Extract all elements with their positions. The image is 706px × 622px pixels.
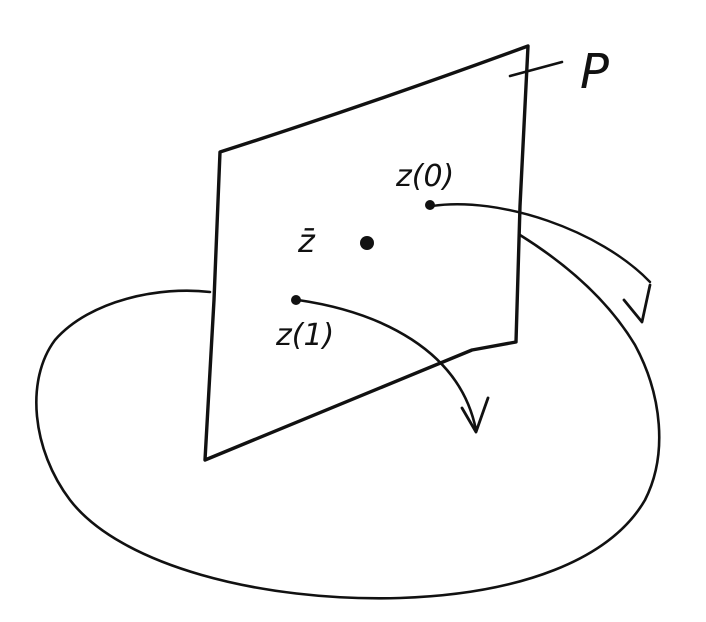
z-bar-point — [360, 236, 374, 250]
z1-point — [291, 295, 301, 305]
z1-path-arrowhead — [460, 396, 490, 434]
z0-label: z(0) — [395, 159, 454, 194]
plane-label: P — [580, 44, 609, 100]
base-loop-arrowhead — [622, 283, 652, 324]
z1-label: z(1) — [275, 318, 334, 353]
z-bar-label: z̄ — [297, 222, 316, 260]
z0-point — [425, 200, 435, 210]
z1-path — [296, 298, 478, 432]
plane-label-leader — [508, 60, 564, 78]
z0-path — [430, 203, 652, 284]
base-loop — [35, 233, 661, 600]
plane-outline — [203, 44, 530, 462]
